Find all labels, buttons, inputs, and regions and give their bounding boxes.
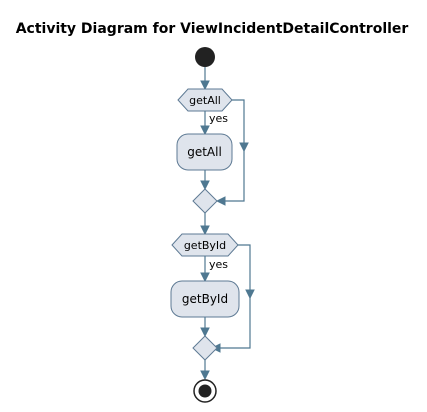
arrowhead bbox=[200, 327, 210, 338]
start-node bbox=[195, 47, 215, 67]
merge-node-1 bbox=[192, 188, 218, 214]
arrowhead bbox=[215, 196, 226, 206]
arrowhead bbox=[200, 370, 210, 381]
decision-1-guard: getAll bbox=[189, 94, 221, 107]
action-1-label: getAll bbox=[187, 145, 222, 159]
arrowhead bbox=[200, 180, 210, 191]
arrowhead bbox=[200, 272, 210, 283]
decision-2-yes-label: yes bbox=[209, 258, 228, 271]
decision-2-guard: getById bbox=[184, 239, 226, 252]
arrowhead bbox=[245, 289, 255, 300]
arrowhead bbox=[200, 125, 210, 136]
decision-1-yes-label: yes bbox=[209, 112, 228, 125]
diagram-title: Activity Diagram for ViewIncidentDetailC… bbox=[16, 21, 409, 37]
action-2-label: getById bbox=[182, 292, 228, 306]
arrowhead bbox=[200, 225, 210, 236]
merge-node-2 bbox=[192, 335, 218, 361]
arrowhead bbox=[239, 142, 249, 153]
end-node bbox=[193, 379, 217, 403]
arrowhead bbox=[200, 80, 210, 91]
